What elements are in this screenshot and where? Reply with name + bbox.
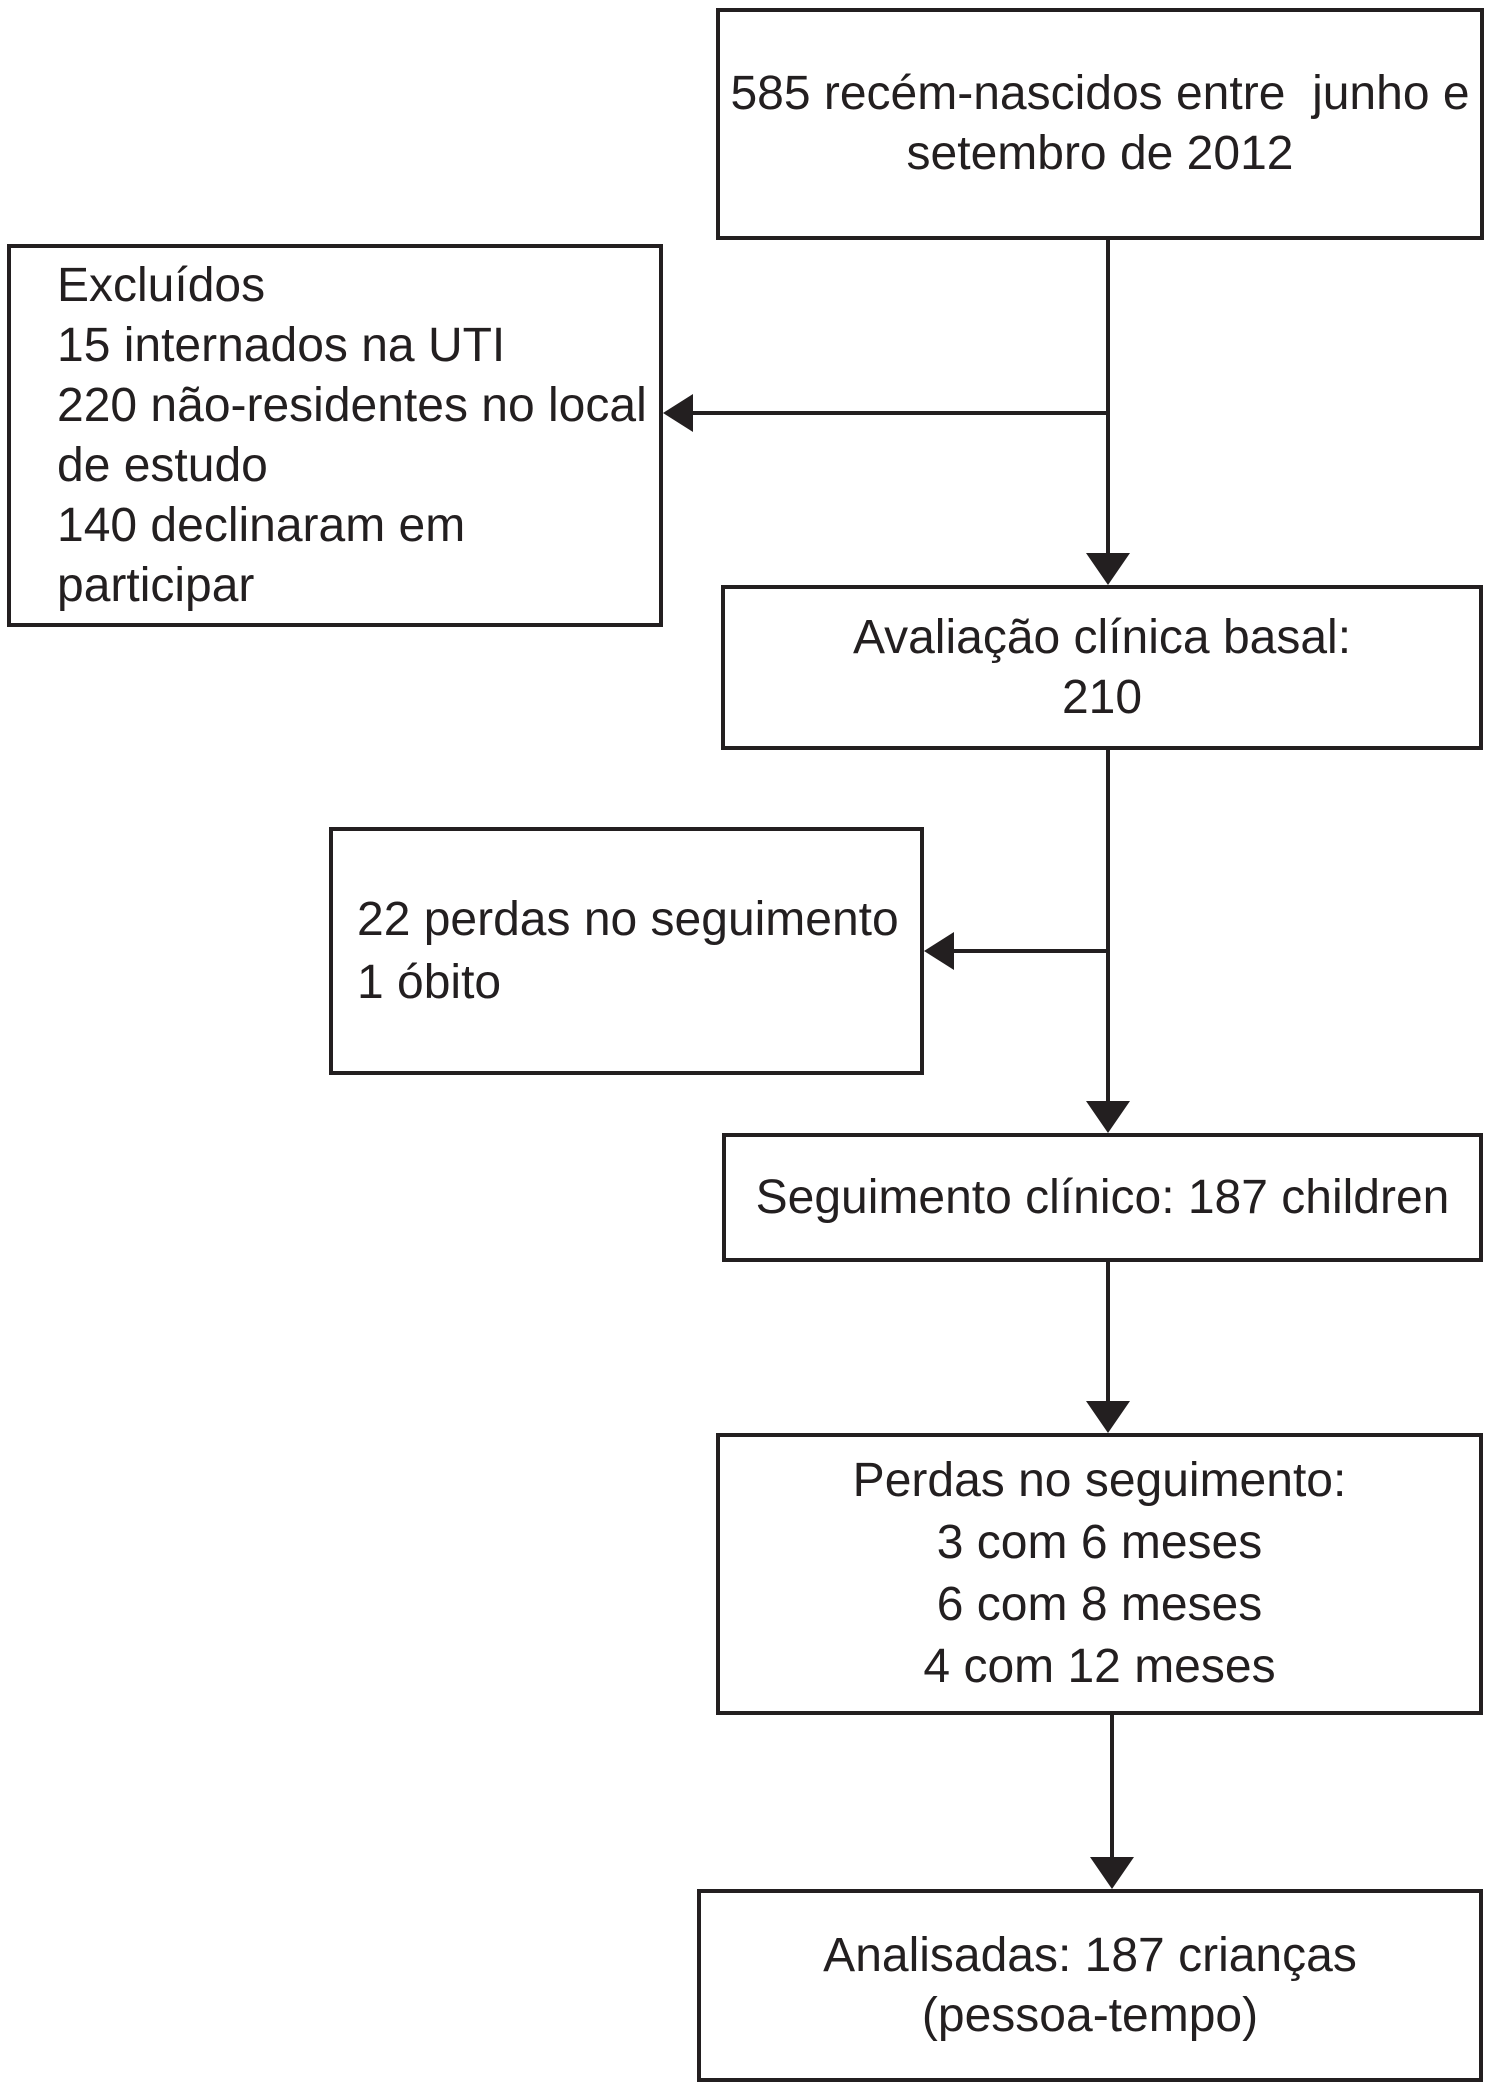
- node-excluded-line: participar: [57, 558, 255, 612]
- node-enrollment: 585 recém-nascidos entre junho e setembr…: [716, 8, 1484, 240]
- connector-followup-to-losses2: [1106, 1262, 1110, 1408]
- node-enrollment-line: setembro de 2012: [906, 127, 1294, 180]
- node-baseline-line: 210: [1061, 670, 1143, 724]
- node-enrollment-line: 585 recém-nascidos entre junho e: [730, 67, 1470, 120]
- node-analyzed-line: Analisadas: 187 crianças: [823, 1928, 1357, 1982]
- connector-branch-to-losses1: [950, 949, 1110, 953]
- connector-baseline-to-followup: [1106, 750, 1110, 1108]
- node-losses-followup-line: 1 óbito: [357, 956, 502, 1009]
- connector-losses2-to-analyzed: [1110, 1715, 1114, 1864]
- node-clinical-followup-line: Seguimento clínico: 187 children: [755, 1170, 1450, 1224]
- arrow-down-icon: [1086, 1101, 1130, 1133]
- node-excluded-line: 15 internados na UTI: [57, 318, 506, 372]
- arrow-down-icon: [1090, 1857, 1134, 1889]
- node-excluded: Excluídos 15 internados na UTI 220 não-r…: [7, 244, 663, 627]
- arrow-left-icon: [663, 394, 693, 432]
- node-losses-followup-line: 22 perdas no seguimento: [357, 893, 899, 946]
- node-losses-by-age-line: 4 com 12 meses: [923, 1640, 1276, 1693]
- node-excluded-line: 220 não-residentes no local: [57, 378, 647, 432]
- node-losses-by-age-line: 3 com 6 meses: [936, 1516, 1263, 1569]
- node-losses-by-age-line: Perdas no seguimento:: [852, 1454, 1347, 1507]
- node-excluded-line: 140 declinaram em: [57, 498, 466, 552]
- node-losses-by-age-line: 6 com 8 meses: [936, 1578, 1263, 1631]
- node-clinical-followup: Seguimento clínico: 187 children: [722, 1133, 1483, 1262]
- arrow-down-icon: [1086, 553, 1130, 585]
- arrow-down-icon: [1086, 1401, 1130, 1433]
- connector-enrollment-to-baseline: [1106, 240, 1110, 562]
- connector-branch-to-excluded: [690, 411, 1110, 415]
- node-losses-by-age: Perdas no seguimento: 3 com 6 meses 6 co…: [716, 1433, 1483, 1715]
- node-analyzed: Analisadas: 187 crianças (pessoa-tempo): [697, 1889, 1483, 2082]
- node-baseline-line: Avaliação clínica basal:: [852, 610, 1352, 664]
- node-baseline-assessment: Avaliação clínica basal: 210: [721, 585, 1483, 750]
- node-analyzed-line: (pessoa-tempo): [921, 1988, 1259, 2042]
- node-excluded-line: Excluídos: [57, 258, 266, 312]
- node-excluded-line: de estudo: [57, 438, 268, 492]
- node-losses-followup: 22 perdas no seguimento 1 óbito: [329, 827, 924, 1075]
- arrow-left-icon: [924, 932, 954, 970]
